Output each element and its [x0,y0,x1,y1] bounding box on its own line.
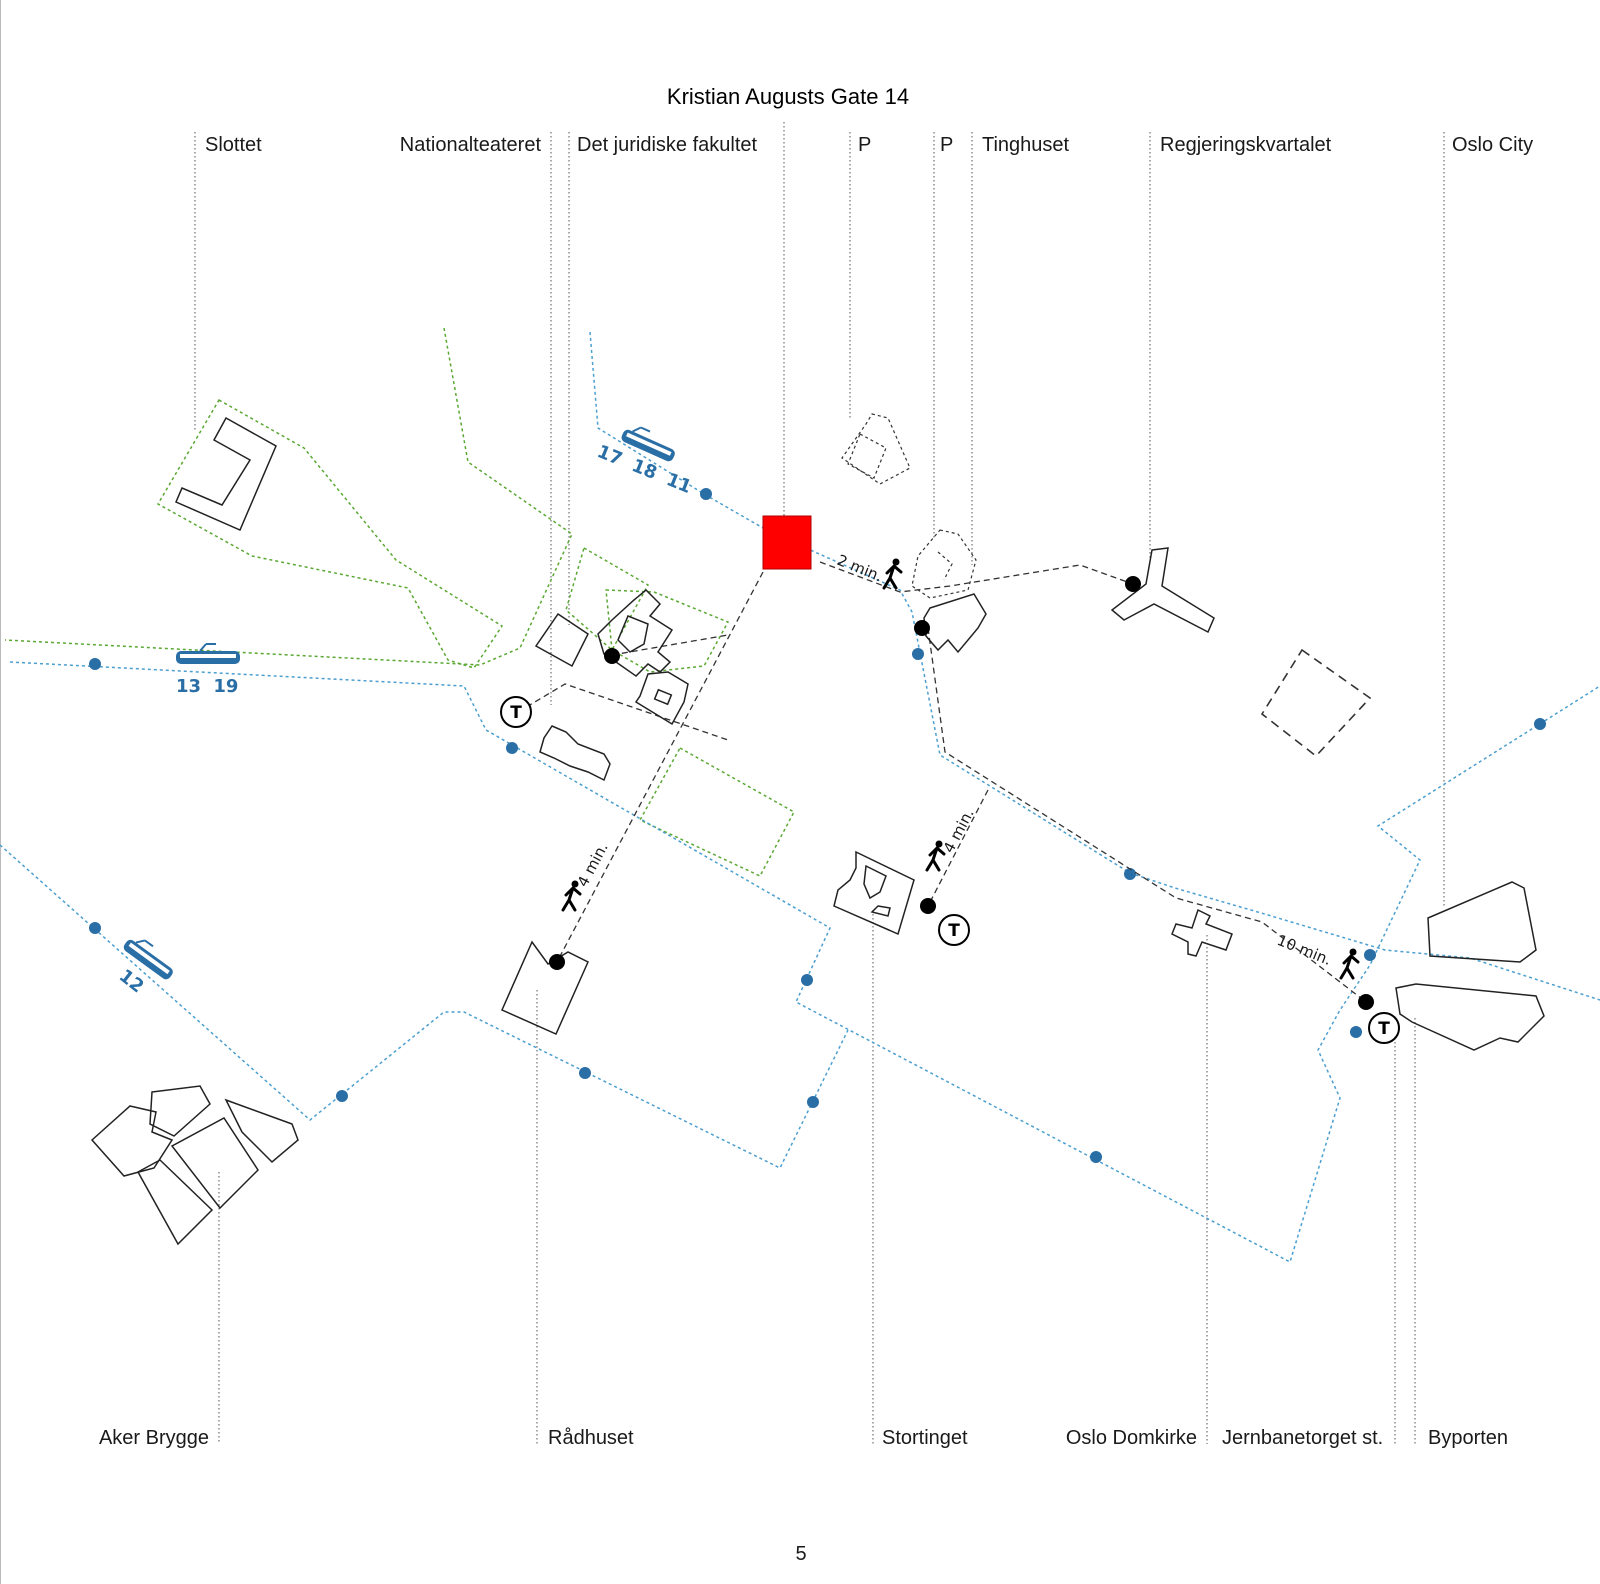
walking-paths [517,561,1367,1003]
building-oslo-domkirke [1171,908,1233,957]
label-jernbanetorget: Jernbanetorget st. [1222,1427,1383,1449]
building-aker-brygge-2 [149,1085,211,1137]
label-aker-brygge: Aker Brygge [99,1427,209,1449]
label-juridiske-fakultet: Det juridiske fakultet [577,134,758,156]
destination-points [549,576,1374,1010]
building-juridiske-inner [617,615,649,653]
building-slottet [175,416,277,531]
leader-lines-top [194,122,1445,908]
building-aker-brygge-3 [224,1098,299,1164]
tram-stop-icon [912,648,924,660]
label-stortinget: Stortinget [882,1427,968,1449]
walking-person-icon [561,880,582,912]
walking-person-icon [1339,948,1360,980]
building-byporten [1395,983,1545,1051]
tram-icon [123,939,173,980]
leader-lines-bottom [218,910,1416,1444]
building-parking-dashed [841,413,911,485]
walk-time-radhuset: 4 min. [574,840,612,890]
building-regjeringskvartalet [1110,547,1215,634]
label-nationalteateret: Nationalteateret [400,134,542,156]
label-parking-1: P [858,134,871,156]
tram-stop-icon [579,1067,591,1079]
tram-stop-icon [700,488,712,500]
map-title: Kristian Augusts Gate 14 [667,84,909,109]
metro-stations: T T T [500,696,1400,1044]
svg-text:T: T [948,921,960,941]
tram-stop-icon [1124,868,1136,880]
tram-stop-icon [801,974,813,986]
label-byporten: Byporten [1428,1427,1508,1449]
walking-person-icon [882,558,903,590]
building-church-west [539,725,611,782]
tram-stop-icon [1090,1151,1102,1163]
tram-icon [176,643,240,664]
building-dashed-square [1260,648,1372,758]
tram-routes [0,331,1600,1264]
tram-stop-icon [1364,949,1376,961]
tram-icon [621,426,675,462]
building-parking2-dashed [911,529,977,599]
metro-station-icon: T [1368,1012,1400,1044]
tram-stop-icon [506,742,518,754]
building-nationalteateret-block [534,612,589,668]
label-oslo-city: Oslo City [1452,134,1533,156]
metro-station-icon: T [500,696,532,728]
buildings [90,413,1545,1246]
label-parking-2: P [940,134,953,156]
building-aker-brygge-5 [136,1159,214,1246]
svg-text:T: T [510,703,522,723]
building-house [634,671,689,726]
destination-marker [762,515,812,570]
building-oslo-city [1427,881,1537,963]
walk-time-jernbanetorget: 10 min. [1275,931,1335,969]
svg-text:T: T [1378,1019,1390,1039]
walking-person-icon [925,840,946,872]
tram-stop-icon [1534,718,1546,730]
building-aker-brygge-1 [90,1105,174,1177]
building-radhuset [501,940,589,1035]
tram-stop-icon [89,658,101,670]
label-slottet: Slottet [205,134,262,156]
park-outlines [4,327,796,877]
building-juridiske-fakultet [597,588,674,677]
building-tinghuset [923,593,987,654]
page-number: 5 [795,1543,806,1565]
label-regjeringskvartalet: Regjeringskvartalet [1160,134,1332,156]
tram-line-numbers-west: 13 19 [176,676,238,697]
metro-station-icon: T [938,914,970,946]
building-aker-brygge-4 [170,1117,259,1210]
building-stortinget [833,850,915,936]
tram-stop-icon [807,1096,819,1108]
tram-stop-icon [89,922,101,934]
label-radhuset: Rådhuset [548,1427,634,1449]
walk-time-stortinget: 4 min. [940,806,978,856]
label-tinghuset: Tinghuset [982,134,1070,156]
tram-stops [89,488,1546,1163]
tram-stop-icon [1350,1026,1362,1038]
tram-line-numbers-southwest: 12 [115,965,148,997]
walk-time-tinghuset: 2 min. [835,551,886,585]
tram-stop-icon [336,1090,348,1102]
label-oslo-domkirke: Oslo Domkirke [1066,1427,1197,1449]
